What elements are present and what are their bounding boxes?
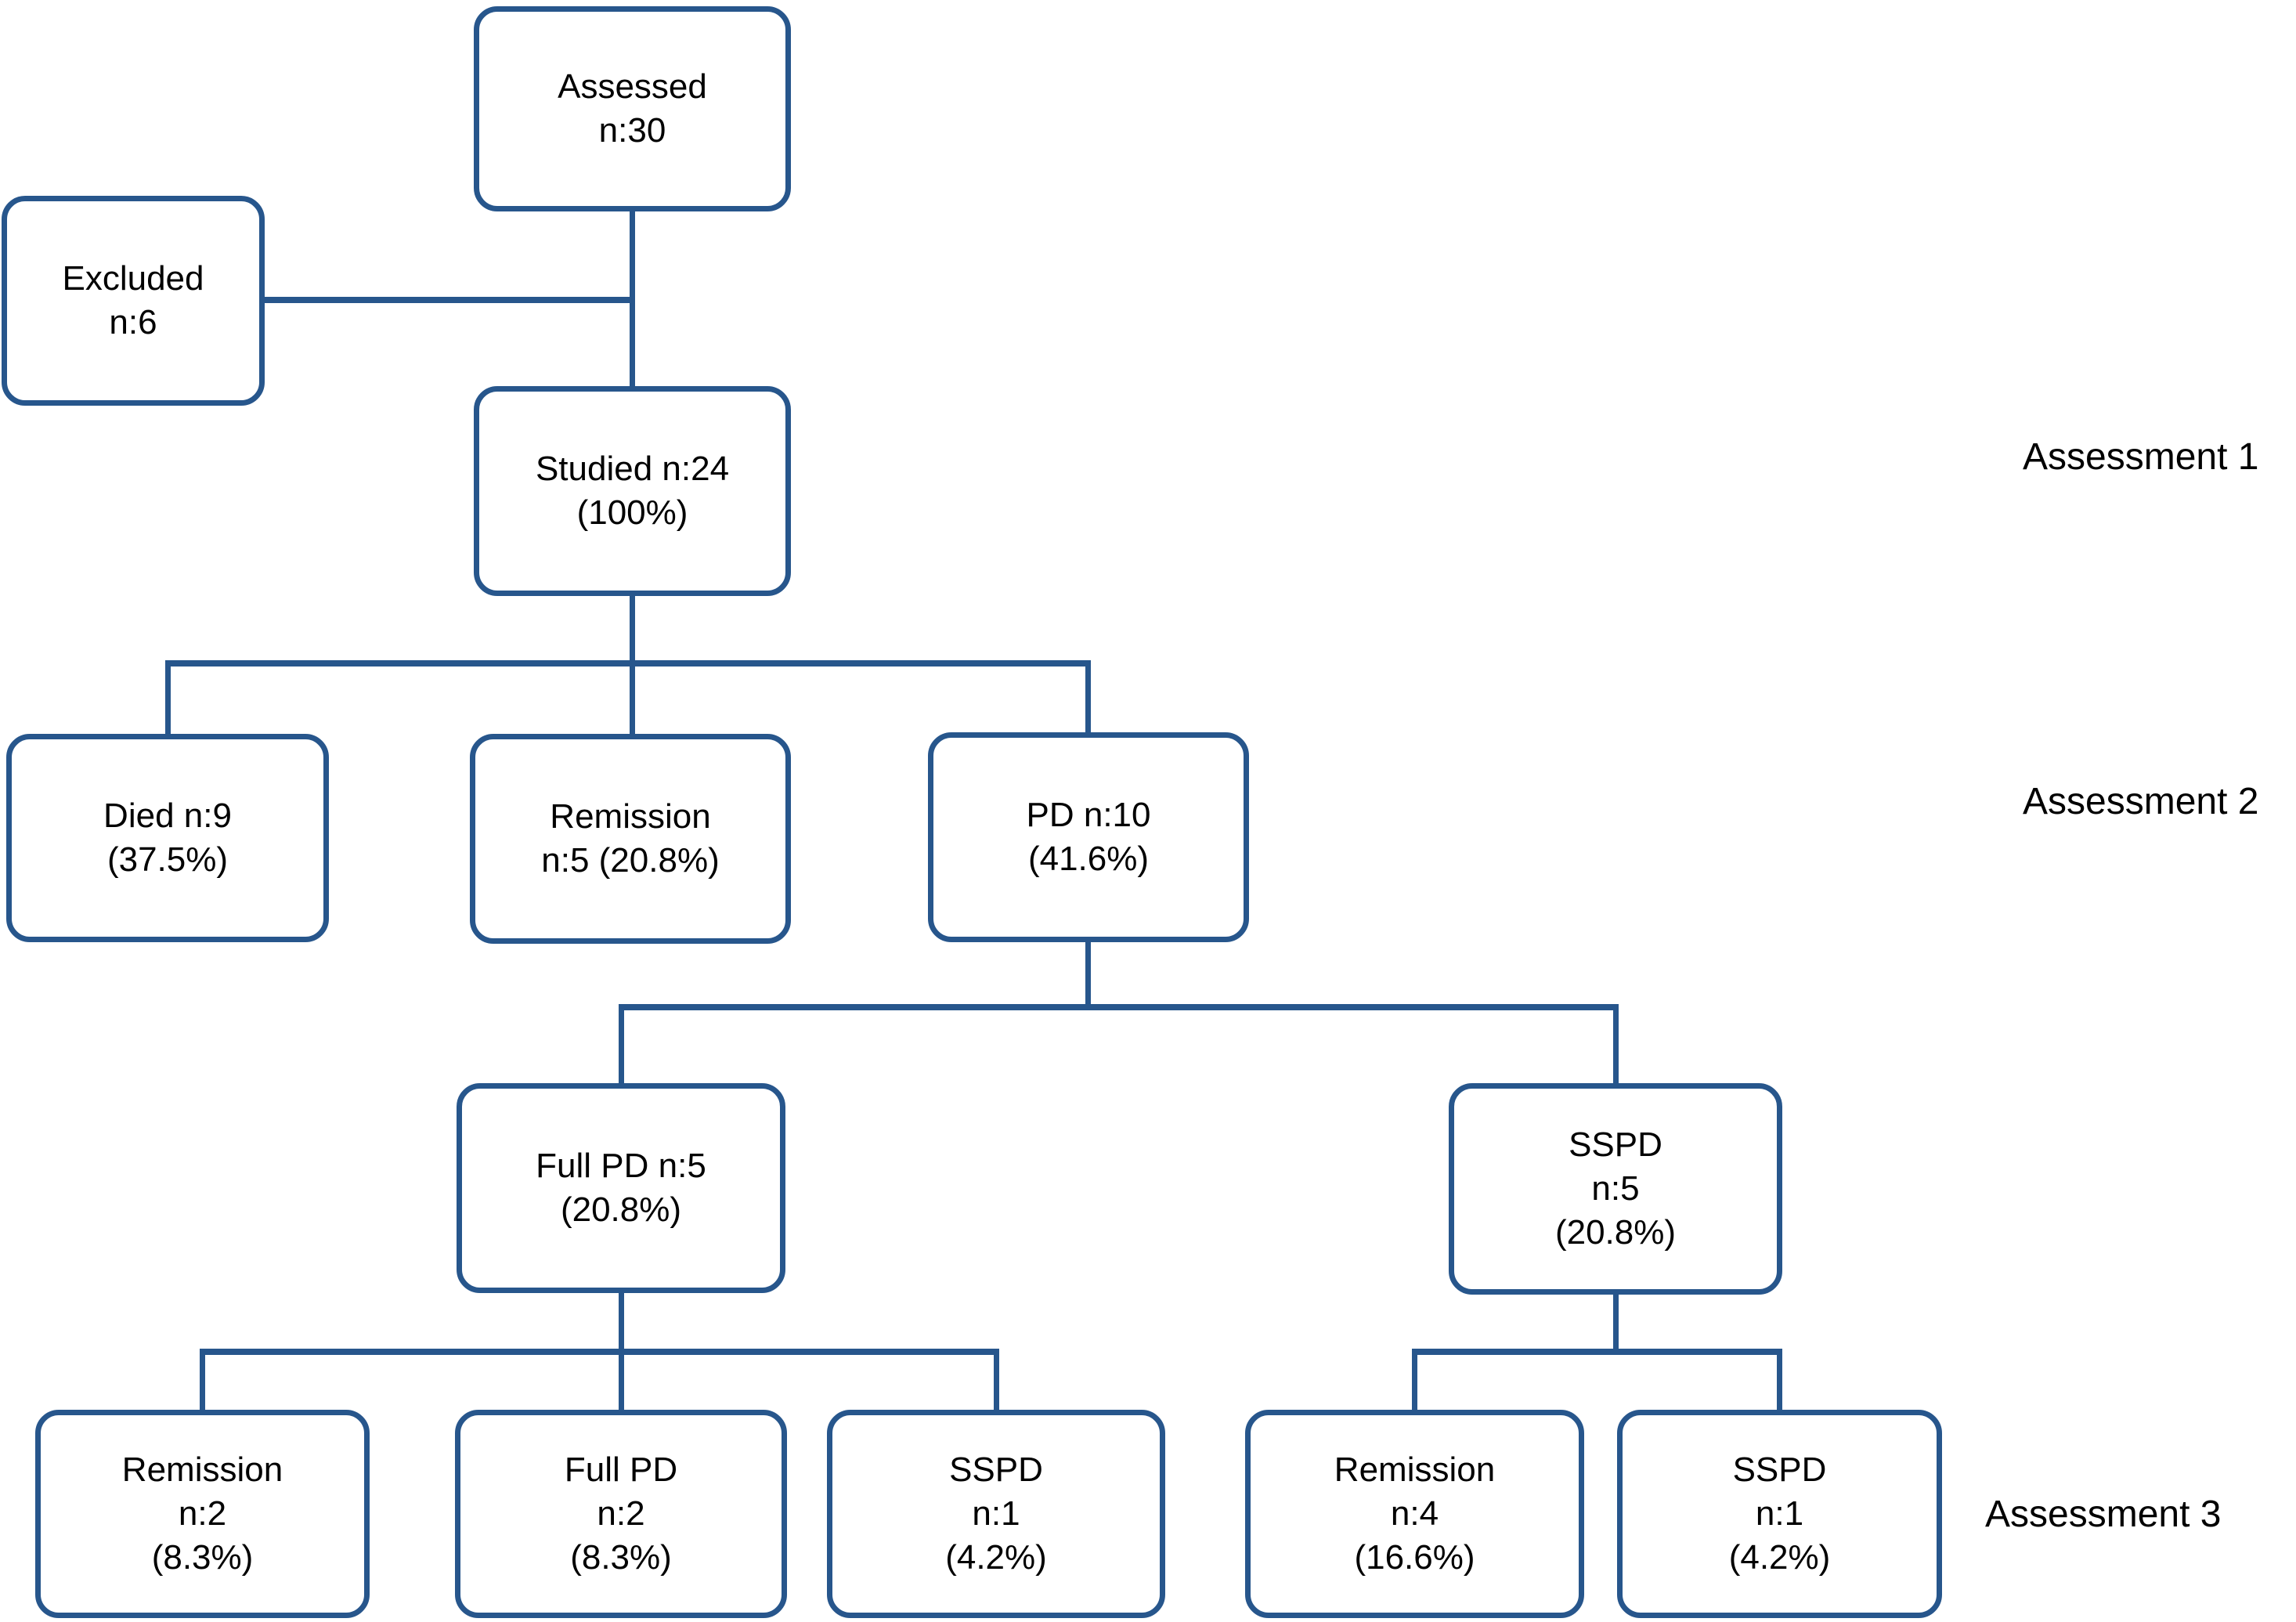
node-label: (4.2%)	[1728, 1538, 1831, 1577]
node-sspd-n1-right: SSPD n:1 (4.2%)	[1617, 1410, 1942, 1618]
connector-bus2	[165, 660, 1091, 667]
node-label: n:6	[109, 303, 157, 341]
connector-pd-bus3	[1085, 941, 1091, 1009]
node-studied: Studied n:24 (100%)	[474, 386, 791, 596]
connector-bus3	[619, 1004, 1619, 1010]
node-sspd-n1-left: SSPD n:1 (4.2%)	[827, 1410, 1165, 1618]
connector-drop-fullpd	[619, 1004, 624, 1085]
node-label: (8.3%)	[570, 1538, 672, 1577]
assessment-stage-label-3: Assessment 3	[1985, 1494, 2222, 1535]
connector-bus4-right	[1412, 1349, 1782, 1355]
node-sspd: SSPD n:5 (20.8%)	[1449, 1083, 1782, 1295]
node-label: Full PD	[564, 1450, 678, 1489]
node-label: SSPD	[1569, 1125, 1662, 1164]
node-label: n:1	[972, 1494, 1020, 1533]
node-label: Remission	[550, 797, 711, 836]
node-remission-n2: Remission n:2 (8.3%)	[35, 1410, 370, 1618]
node-label: (37.5%)	[106, 840, 229, 879]
node-remission-n4: Remission n:4 (16.6%)	[1245, 1410, 1584, 1618]
connector-drop-sspd	[1613, 1004, 1619, 1085]
node-label: (16.6%)	[1354, 1538, 1475, 1577]
node-label: SSPD	[1732, 1450, 1827, 1489]
node-remission-assessment2: Remission n:5 (20.8%)	[470, 734, 791, 944]
assessment-stage-label-2: Assessment 2	[2023, 781, 2259, 822]
node-full-pd: Full PD n:5 (20.8%)	[457, 1083, 785, 1293]
node-died: Died n:9 (37.5%)	[6, 734, 329, 942]
node-label: PD n:10	[1026, 795, 1151, 834]
node-label: (41.6%)	[1027, 840, 1150, 878]
connector-excluded-branch	[262, 297, 634, 303]
node-assessed: Assessed n:30	[474, 6, 791, 211]
connector-drop-remission-n2	[200, 1349, 205, 1411]
node-label: n:30	[598, 111, 666, 150]
connector-drop-died	[165, 660, 171, 735]
node-label: Excluded	[62, 258, 204, 298]
assessment-stage-label-1: Assessment 1	[2023, 436, 2259, 478]
node-label: n:2	[178, 1494, 227, 1533]
node-full-pd-n2: Full PD n:2 (8.3%)	[455, 1410, 787, 1618]
node-label: SSPD	[949, 1450, 1043, 1489]
connector-drop-sspd-n1-right	[1777, 1349, 1782, 1411]
node-label: n:4	[1390, 1494, 1439, 1533]
node-label: Assessed	[558, 67, 707, 106]
connector-bus4-left	[200, 1349, 999, 1355]
node-label: (20.8%)	[1554, 1213, 1677, 1252]
node-label: n:2	[597, 1494, 645, 1533]
connector-drop-sspd-n1-left	[994, 1349, 999, 1411]
node-label: n:5	[1591, 1169, 1640, 1208]
connector-fullpd-bus4l	[619, 1291, 624, 1352]
node-label: Died n:9	[103, 796, 232, 835]
node-label: (100%)	[576, 493, 688, 532]
node-label: Remission	[1334, 1450, 1496, 1489]
node-label: Studied n:24	[535, 449, 730, 488]
node-label: (8.3%)	[151, 1538, 254, 1577]
connector-sspd-bus4r	[1613, 1293, 1619, 1352]
node-label: (20.8%)	[560, 1190, 682, 1229]
node-label: Remission	[121, 1450, 283, 1489]
node-label: Full PD n:5	[536, 1146, 706, 1185]
connector-drop-remission-n4	[1412, 1349, 1417, 1411]
node-label: n:5 (20.8%)	[541, 841, 720, 880]
node-label: n:1	[1755, 1494, 1804, 1533]
connector-drop-pd	[1085, 660, 1091, 734]
node-excluded: Excluded n:6	[2, 196, 265, 406]
connector-drop-fullpd-n2	[619, 1349, 624, 1411]
node-pd: PD n:10 (41.6%)	[928, 732, 1249, 942]
node-label: (4.2%)	[945, 1538, 1047, 1577]
